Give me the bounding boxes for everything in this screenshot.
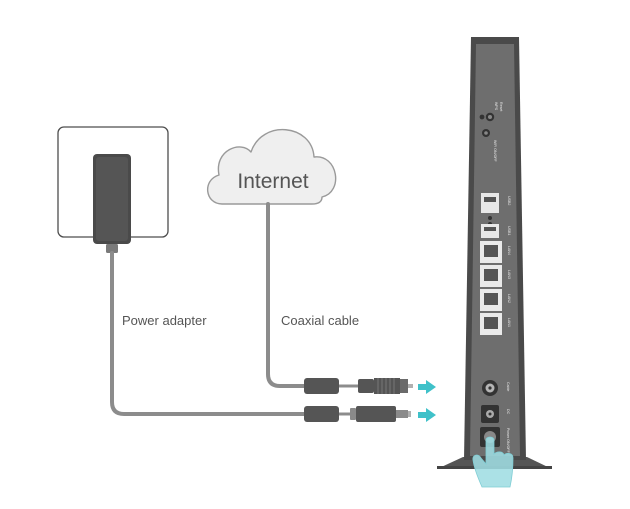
coax-connector bbox=[304, 378, 413, 394]
lan1-label: LAN1 bbox=[507, 318, 511, 327]
power-adapter-icon bbox=[93, 154, 131, 253]
power-onoff-label: Power ON/OFF bbox=[506, 428, 510, 454]
usb1-label: USB1 bbox=[507, 226, 511, 235]
router bbox=[437, 37, 552, 469]
lan4-label: LAN4 bbox=[507, 246, 511, 255]
dc-label: DC bbox=[506, 409, 510, 415]
coaxial-cable bbox=[266, 202, 308, 388]
cloud-icon bbox=[207, 128, 337, 205]
arrow-right-icon bbox=[418, 408, 436, 422]
lan2-label: LAN2 bbox=[507, 294, 511, 303]
wps-label: WPS bbox=[494, 102, 498, 111]
usb2-label: USB2 bbox=[507, 196, 511, 205]
cable-label: Cable bbox=[506, 382, 510, 391]
lan3-label: LAN3 bbox=[507, 270, 511, 279]
coaxial-cable-label: Coaxial cable bbox=[281, 313, 359, 328]
power-adapter-label: Power adapter bbox=[122, 313, 207, 328]
wifi-onoff-label: WiFi ON/OFF bbox=[493, 140, 497, 163]
power-cable bbox=[110, 251, 308, 416]
reset-label: Reset bbox=[499, 102, 503, 111]
arrow-right-icon bbox=[418, 380, 436, 394]
dc-plug bbox=[304, 406, 411, 422]
hand-pointer-icon bbox=[472, 436, 514, 488]
cloud-label: Internet bbox=[237, 170, 308, 193]
